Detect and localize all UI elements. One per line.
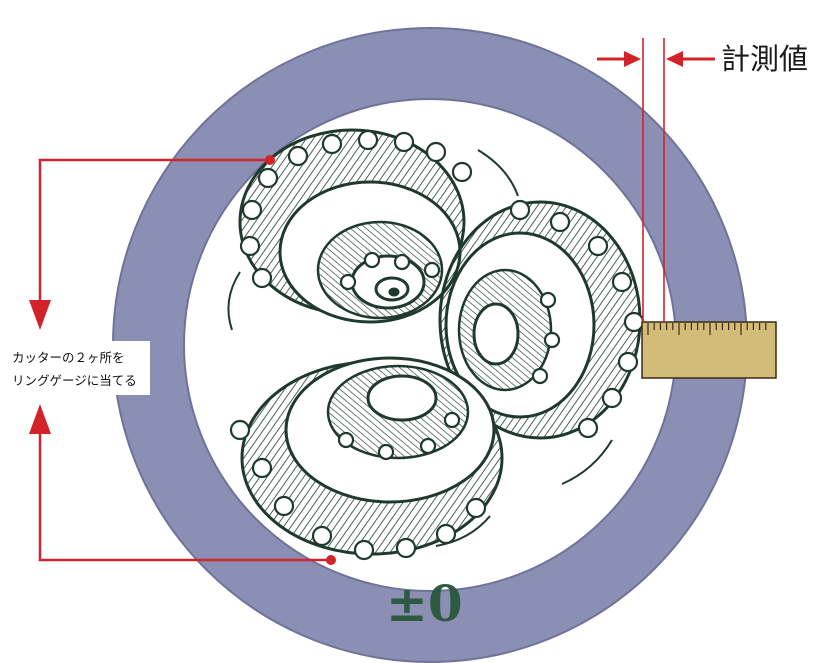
callout-arrow-down-icon	[29, 300, 51, 330]
note-line-1: カッターの２ヶ所を	[12, 350, 125, 365]
tolerance-label: ±0	[386, 574, 463, 633]
contact-point-lower	[326, 555, 336, 565]
measurement-lines	[642, 38, 665, 322]
callout-arrow-up-icon	[29, 404, 51, 434]
contact-point-upper	[265, 155, 275, 165]
note-line-2: リングゲージに当てる	[12, 373, 137, 388]
cone-lower	[229, 356, 504, 561]
measurement-arrows	[597, 51, 715, 67]
contact-callout	[38, 158, 331, 562]
scale-ticks	[647, 323, 767, 335]
measured-value-label: 計測値	[721, 42, 808, 76]
ruler-gauge-icon	[641, 321, 777, 379]
cone-right	[438, 199, 645, 440]
note-box	[4, 341, 150, 395]
tricone-drill-bit-icon	[227, 128, 645, 561]
